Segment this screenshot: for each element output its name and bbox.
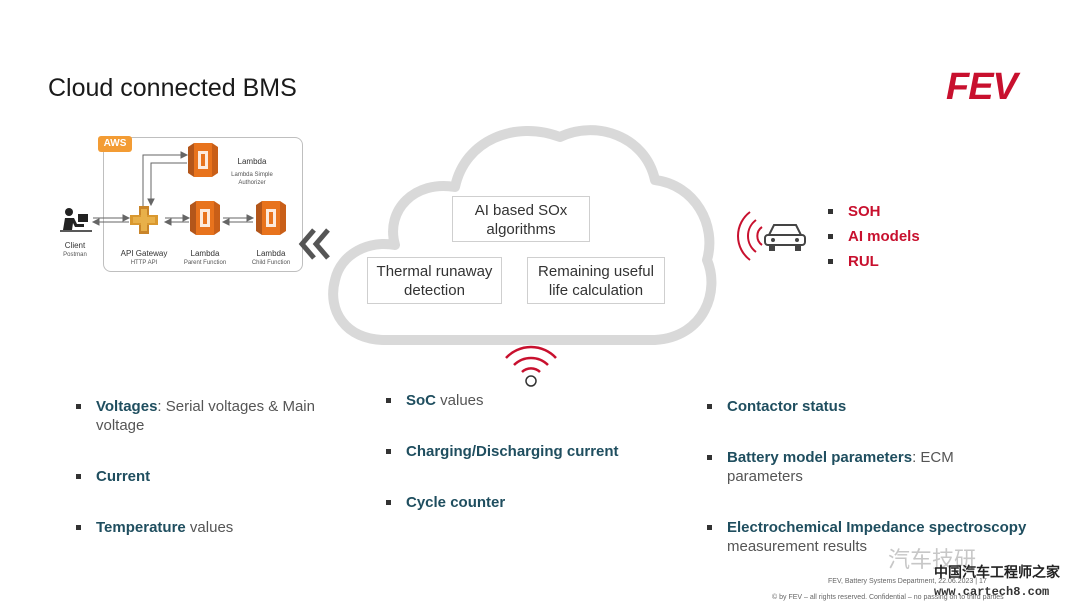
watermark-site: www.cartech8.com xyxy=(934,585,1050,599)
lambda-authorizer-icon xyxy=(188,143,218,177)
cloud-box-rul: Remaining useful life calculation xyxy=(527,257,665,304)
double-chevron-icon xyxy=(298,228,330,260)
signals-list-col2: SoC values Charging/Discharging current … xyxy=(386,391,686,512)
lambda-parent-sub-label: Parent Function xyxy=(183,260,227,266)
lambda-authorizer-sub1: Lambda Simple xyxy=(231,172,273,178)
list-item-soc: SoC values xyxy=(386,391,686,410)
cloud-box-thermal: Thermal runaway detection xyxy=(367,257,502,304)
list-item-current: Current xyxy=(76,467,356,486)
fev-logo: FEV xyxy=(946,66,1018,108)
lambda-child-label: Lambda xyxy=(256,249,286,258)
aws-diagram-frame xyxy=(103,137,303,272)
api-gateway-sub-label: HTTP API xyxy=(130,260,158,266)
list-item-cycle-counter: Cycle counter xyxy=(386,493,686,512)
vehicle-output-ai-models: AI models xyxy=(828,227,920,246)
lambda-parent-icon xyxy=(190,201,220,235)
footer-copyright: © by FEV – all rights reserved. Confiden… xyxy=(772,594,1004,601)
cloud-box-ai-sox-line2: algorithms xyxy=(486,221,556,238)
lambda-authorizer-label: Lambda xyxy=(237,157,267,166)
cloud-box-thermal-line1: Thermal runaway xyxy=(376,263,493,280)
client-label: Client xyxy=(64,241,86,250)
vehicle-outputs-list: SOH AI models RUL xyxy=(828,202,920,271)
client-sub-label: Postman xyxy=(63,252,87,258)
cloud-box-ai-sox-line1: AI based SOx xyxy=(474,202,568,219)
watermark-text: 汽车技研 xyxy=(888,547,977,572)
vehicle-output-rul: RUL xyxy=(828,252,920,271)
lambda-authorizer-sub2: Authorizer xyxy=(238,180,266,186)
signals-list-col3: Contactor status Battery model parameter… xyxy=(707,397,1047,556)
api-gateway-label: API Gateway xyxy=(120,249,168,258)
cloud-box-thermal-line2: detection xyxy=(404,282,465,299)
aws-diagram-connectors xyxy=(91,151,255,226)
watermark-cn-text: 中国汽车工程师之家 xyxy=(934,564,1060,580)
cloud-box-rul-line1: Remaining useful xyxy=(538,263,654,280)
cloud-box-rul-line2: life calculation xyxy=(548,282,644,299)
slide-title: Cloud connected BMS xyxy=(48,74,297,102)
client-person-icon xyxy=(60,208,92,232)
wifi-signal-icon xyxy=(505,345,557,387)
list-item-contactor-status: Contactor status xyxy=(707,397,1047,416)
list-item-charging-current: Charging/Discharging current xyxy=(386,442,686,461)
list-item-temperature: Temperature values xyxy=(76,518,356,537)
aws-badge: AWS xyxy=(98,136,132,152)
lambda-child-sub-label: Child Function xyxy=(251,260,291,266)
api-gateway-icon xyxy=(130,206,158,234)
footer-department: FEV, Battery Systems Department, 22.06.2… xyxy=(828,578,987,585)
car-icon xyxy=(764,224,806,251)
lambda-parent-label: Lambda xyxy=(190,249,220,258)
lambda-child-icon xyxy=(256,201,286,235)
cloud-box-ai-sox: AI based SOx algorithms xyxy=(452,196,590,242)
vehicle-output-soh: SOH xyxy=(828,202,920,221)
car-signal-waves-icon xyxy=(737,211,763,261)
